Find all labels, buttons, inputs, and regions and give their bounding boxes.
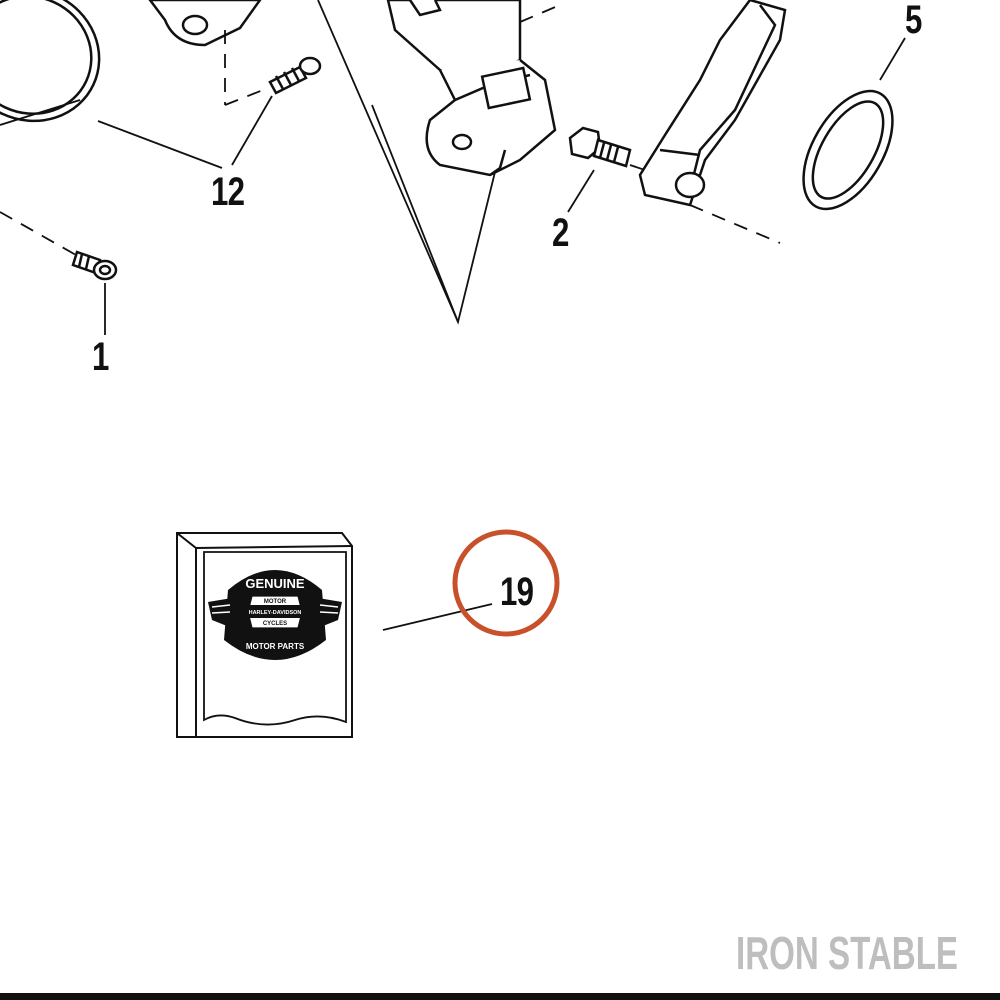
sensor-part	[386, 0, 557, 177]
intake-flange-part	[638, 0, 787, 207]
highlight-circle	[452, 529, 560, 637]
callout-2: 2	[552, 211, 569, 255]
seal-ring-part	[802, 89, 894, 211]
bottom-border	[0, 993, 1000, 1000]
parts-kit-package-icon: GENUINE MOTOR HARLEY-DAVIDSON CYCLES MOT…	[176, 532, 353, 738]
throttle-body-flange-part	[148, 0, 262, 47]
logo-cycles-text: CYCLES	[263, 621, 287, 627]
bolt-part	[568, 126, 632, 168]
screw-part	[71, 250, 118, 281]
leader-lines	[0, 0, 906, 631]
callout-1: 1	[92, 335, 109, 379]
o-ring-part	[0, 0, 101, 123]
logo-genuine-text: GENUINE	[245, 576, 305, 591]
harley-davidson-logo-icon: GENUINE MOTOR HARLEY-DAVIDSON CYCLES MOT…	[208, 570, 342, 660]
screw-part	[268, 56, 322, 95]
callout-5: 5	[905, 0, 922, 42]
callout-19: 19	[500, 570, 534, 614]
assembly-lines	[0, 4, 781, 256]
watermark: IRON STABLE	[736, 927, 959, 979]
callout-12: 12	[211, 170, 245, 214]
logo-brand-text: HARLEY-DAVIDSON	[249, 610, 302, 616]
logo-motor-text: MOTOR	[264, 599, 287, 605]
logo-motor-parts-text: MOTOR PARTS	[246, 642, 305, 651]
